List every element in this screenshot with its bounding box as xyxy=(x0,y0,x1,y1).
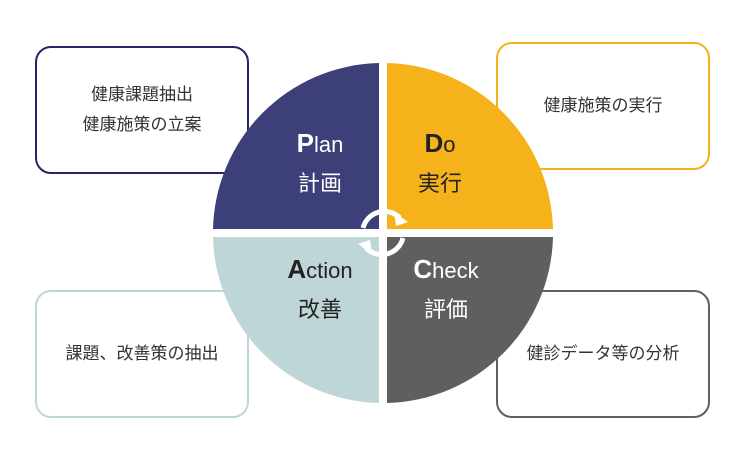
plan-initial: P xyxy=(296,128,314,158)
do-detail-line: 健康施策の実行 xyxy=(543,96,663,116)
action-label: Action 改善 xyxy=(260,256,380,328)
arrow-head-icon xyxy=(394,212,408,226)
plan-quadrant xyxy=(213,63,379,229)
plan-label: Plan 計画 xyxy=(260,130,380,202)
do-initial: D xyxy=(424,128,444,158)
check-detail-box: 健診データ等の分析 xyxy=(496,290,710,418)
action-quadrant xyxy=(213,237,379,403)
action-ja: 改善 xyxy=(297,298,342,323)
do-rest: o xyxy=(443,132,456,157)
action-detail-line: 課題、改善策の抽出 xyxy=(65,344,219,364)
arrow-head-icon xyxy=(358,240,372,254)
plan-detail-line: 健康課題抽出 xyxy=(91,85,193,105)
plan-rest: lan xyxy=(313,132,344,157)
check-label: Check 評価 xyxy=(386,256,506,328)
do-detail-box: 健康施策の実行 xyxy=(496,42,710,170)
check-ja: 評価 xyxy=(423,298,468,323)
plan-detail-line: 健康施策の立案 xyxy=(82,115,202,135)
check-initial: C xyxy=(413,254,433,284)
check-quadrant xyxy=(387,237,553,403)
plan-ja: 計画 xyxy=(297,172,342,197)
do-label: Do 実行 xyxy=(380,130,500,202)
action-rest: ction xyxy=(306,258,353,283)
check-detail-line: 健診データ等の分析 xyxy=(526,344,680,364)
plan-detail-box: 健康課題抽出 健康施策の立案 xyxy=(35,46,249,174)
action-detail-box: 課題、改善策の抽出 xyxy=(35,290,249,418)
check-rest: heck xyxy=(432,258,479,283)
action-initial: A xyxy=(287,254,307,284)
do-ja: 実行 xyxy=(417,172,462,197)
do-quadrant xyxy=(387,63,553,229)
